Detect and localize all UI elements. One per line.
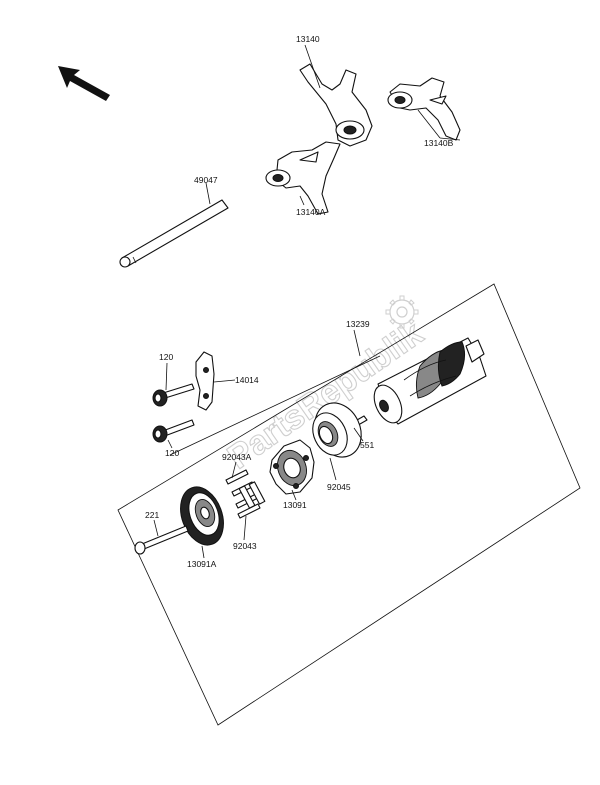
label-92043A: 92043A <box>222 452 252 462</box>
shift-fork-13140B <box>387 77 461 141</box>
leader-lines <box>153 44 461 559</box>
label-120-lower: 120 <box>165 448 179 458</box>
assembly-frame <box>117 283 581 726</box>
label-49047: 49047 <box>194 175 218 185</box>
label-14014: 14014 <box>235 375 259 385</box>
bracket-14014 <box>195 351 215 411</box>
bolt-120-lower <box>152 419 195 443</box>
bolt-120-upper <box>152 383 195 407</box>
part-labels: 13140 13140B 13140A 49047 13239 120 1401… <box>145 34 454 569</box>
label-92043: 92043 <box>233 541 257 551</box>
label-13140: 13140 <box>296 34 320 44</box>
arrow-up-left-icon <box>58 66 110 101</box>
pins-92043 <box>225 469 266 519</box>
plate-13091A <box>180 486 224 546</box>
bearing-92045 <box>312 402 362 458</box>
label-120-upper: 120 <box>159 352 173 362</box>
shift-drum-13239 <box>373 337 487 425</box>
label-13239: 13239 <box>346 319 370 329</box>
bolt-221 <box>134 525 189 555</box>
label-92045: 92045 <box>327 482 351 492</box>
label-13140B: 13140B <box>424 138 454 148</box>
shift-fork-13140A <box>265 141 341 215</box>
label-221: 221 <box>145 510 159 520</box>
label-13140A: 13140A <box>296 207 326 217</box>
axis-line <box>169 355 381 456</box>
label-13091: 13091 <box>283 500 307 510</box>
gear-icon <box>385 295 419 329</box>
shift-fork-13140 <box>299 63 373 147</box>
drum-cam-13091 <box>269 439 315 495</box>
label-13091A: 13091A <box>187 559 217 569</box>
label-551: 551 <box>360 440 374 450</box>
shift-rod-49047 <box>119 199 229 268</box>
